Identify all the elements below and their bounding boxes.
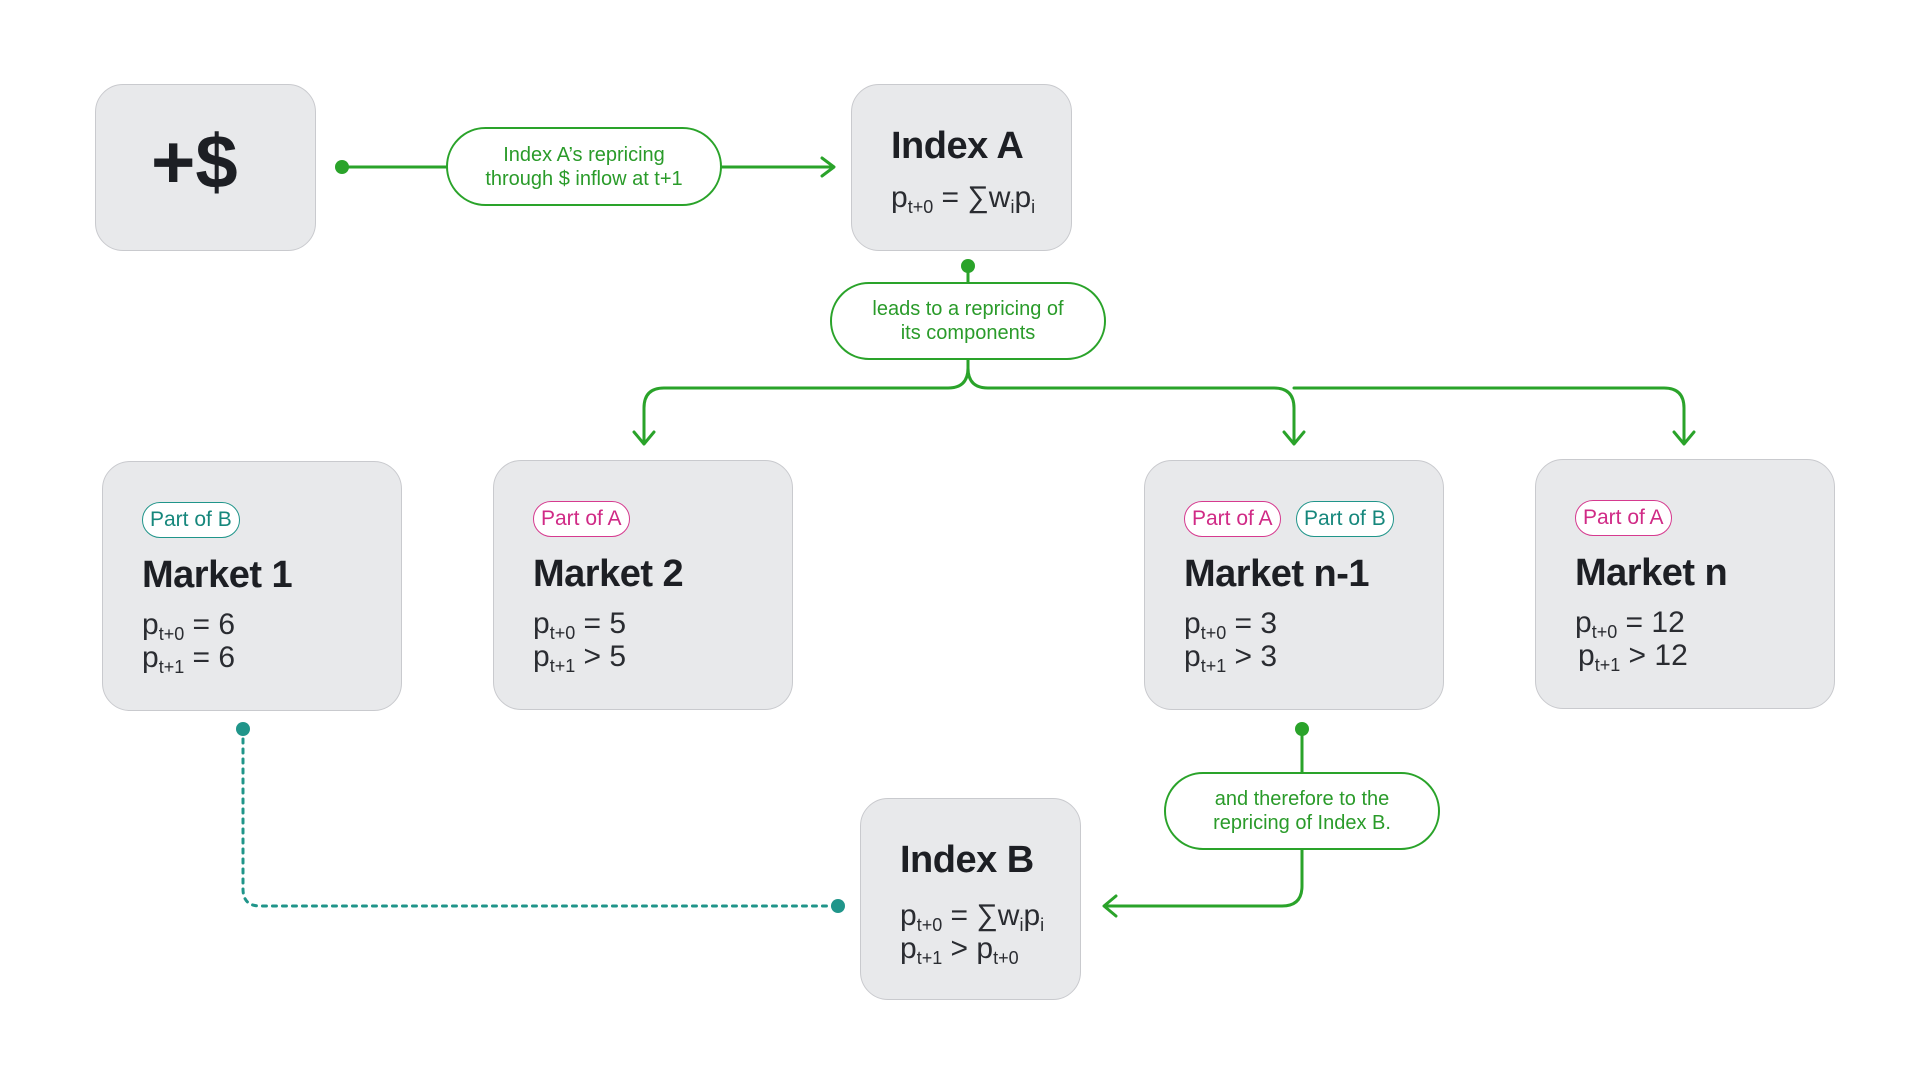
index-a-formula: pt+0 = ∑wipi xyxy=(891,181,1036,217)
market-1-formula: pt+0 = 6 pt+1 = 6 xyxy=(142,608,236,677)
index-b-node: Index B pt+0 = ∑wipi pt+1 > pt+0 xyxy=(860,798,1081,1000)
market-2-title: Market 2 xyxy=(533,553,684,595)
part-of-a-badge: Part of A xyxy=(1575,500,1672,536)
inflow-label: +$ xyxy=(151,120,238,205)
market-n-title: Market n xyxy=(1575,552,1728,594)
part-of-a-badge: Part of A xyxy=(1184,501,1281,537)
market-2-node: Part of A Market 2 pt+0 = 5 pt+1 > 5 xyxy=(493,460,793,710)
edge-start-dot-market-1 xyxy=(236,722,250,736)
part-of-a-badge: Part of A xyxy=(533,501,630,537)
arrowhead-index-a xyxy=(820,156,836,178)
edge-market-1-to-index-b xyxy=(241,727,840,908)
arrowhead-market-n1 xyxy=(1282,430,1306,446)
edge-split-to-market-2 xyxy=(642,358,970,444)
market-n1-node: Part of A Part of B Market n-1 pt+0 = 3 … xyxy=(1144,460,1444,710)
arrowhead-market-n xyxy=(1672,430,1696,446)
arrowhead-index-b xyxy=(1102,894,1118,918)
market-1-title: Market 1 xyxy=(142,554,293,596)
part-of-b-badge: Part of B xyxy=(142,502,240,538)
edge-label-market-n1-to-index-b: and therefore to the repricing of Index … xyxy=(1164,772,1440,850)
market-1-node: Part of B Market 1 pt+0 = 6 pt+1 = 6 xyxy=(102,461,402,711)
market-n-node: Part of A Market n pt+0 = 12 pt+1 > 12 xyxy=(1535,459,1835,709)
market-n-formula: pt+0 = 12 pt+1 > 12 xyxy=(1575,606,1688,675)
arrowhead-market-2 xyxy=(632,430,656,446)
edge-start-dot-market-n1 xyxy=(1295,722,1309,736)
index-a-node: Index A pt+0 = ∑wipi xyxy=(851,84,1072,251)
market-2-formula: pt+0 = 5 pt+1 > 5 xyxy=(533,607,627,676)
index-a-title: Index A xyxy=(891,125,1024,167)
edge-start-dot-index-a xyxy=(961,259,975,273)
inflow-node: +$ xyxy=(95,84,316,251)
edge-label-index-a-to-components: leads to a repricing of its components xyxy=(830,282,1106,360)
edge-pill-to-index-b xyxy=(1104,848,1304,908)
part-of-b-badge: Part of B xyxy=(1296,501,1394,537)
edge-label-inflow-to-index-a: Index A’s repricing through $ inflow at … xyxy=(446,127,722,206)
edge-end-dot-index-b xyxy=(831,899,845,913)
market-n1-formula: pt+0 = 3 pt+1 > 3 xyxy=(1184,607,1278,676)
market-n1-title: Market n-1 xyxy=(1184,553,1370,595)
index-b-formula: pt+0 = ∑wipi pt+1 > pt+0 xyxy=(900,899,1045,968)
edge-split-to-market-n1 xyxy=(966,366,1296,444)
index-b-title: Index B xyxy=(900,839,1034,881)
edge-split-to-market-n xyxy=(1292,386,1686,444)
edge-start-dot-inflow xyxy=(335,160,349,174)
